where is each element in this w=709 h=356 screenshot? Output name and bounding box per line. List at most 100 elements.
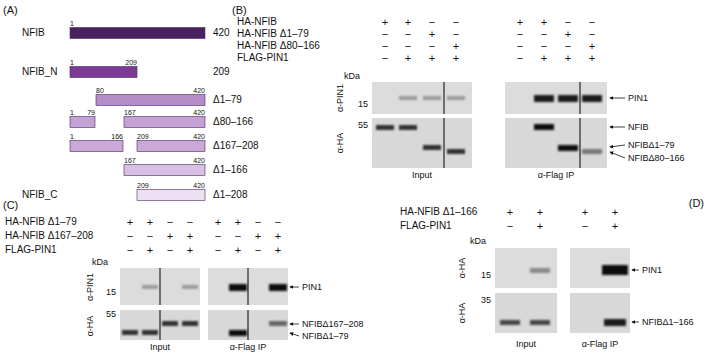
protein-band [122,330,138,335]
band-label: NFIBΔ80–166 [628,154,685,163]
band-arrow [610,152,625,158]
kda-label: kDa [92,258,108,267]
plus-minus-sign: − [589,17,595,28]
antibody-label: α-HA [458,303,467,324]
plus-minus-sign: − [275,217,281,228]
construct-bar [70,28,205,201]
construct-label: Δ1–208 [213,190,248,200]
construct-bar [70,141,123,152]
western-blot [505,118,607,168]
protein-band [142,285,158,289]
residue-number: 1 [70,59,74,66]
plus-minus-sign: + [187,245,193,256]
plus-minus-sign: − [582,221,588,232]
construct-label: Δ1–166 [213,165,248,175]
splice-line [580,118,581,168]
protein-band [162,321,178,326]
antibody-label: α-HA [336,133,345,154]
splice-line [160,268,248,340]
protein-band [122,284,287,336]
band-arrow [610,127,625,128]
protein-band [229,330,247,336]
antibody-label: α-PIN1 [86,273,95,301]
plus-minus-sign: − [255,245,261,256]
transfection-label: FLAG-PIN1 [237,53,289,63]
plus-minus-sign: + [147,217,153,228]
plus-minus-sign: − [565,41,571,52]
splice-line [160,268,161,305]
residue-number: 420 [193,182,205,189]
band-label: NFIB [628,123,649,132]
transfection-label: HA-NFIB Δ1–79 [5,217,77,227]
protein-band [229,284,247,291]
plus-minus-sign: + [187,231,193,242]
residue-number: 166 [111,133,123,140]
protein-band [399,125,417,130]
protein-band [423,96,441,100]
band-arrow [610,98,625,99]
band-arrow [290,324,299,325]
residue-number: 1 [70,20,74,27]
protein-band [534,95,554,102]
protein-band [376,125,394,130]
protein-band [604,319,626,326]
marker-size: 15 [106,288,116,297]
band-arrow [290,287,299,288]
plus-minus-sign: + [565,53,571,64]
splice-line [160,310,161,340]
band-label: PIN1 [628,94,648,103]
plus-minus-sign: + [235,245,241,256]
splice-line [444,82,445,114]
marker-size: 55 [358,121,368,130]
lane-group-label: Input [516,340,536,349]
protein-band [534,124,554,130]
splice-line [248,310,249,340]
protein-band [399,96,417,100]
residue-number: 209 [125,59,137,66]
plus-minus-sign: + [453,53,459,64]
plus-minus-sign: + [235,217,241,228]
splice-line [248,268,249,305]
plus-minus-sign: + [127,217,133,228]
plus-minus-sign: − [541,41,547,52]
residue-number: 1 [70,109,74,116]
plus-minus-sign: + [537,207,543,218]
residue-number: 167 [124,109,136,116]
construct-bar [96,95,205,106]
residue-number: 209 [137,133,149,140]
construct-name: NFIB_N [22,67,58,77]
band-arrow [290,287,299,336]
plus-minus-sign: − [127,245,133,256]
plus-minus-sign: + [541,17,547,28]
protein-band [530,320,550,325]
plus-minus-sign: − [453,17,459,28]
plus-minus-sign: + [255,231,261,242]
protein-band [582,149,602,154]
plus-minus-sign: − [215,231,221,242]
residue-number: 79 [87,109,95,116]
protein-band [376,95,602,154]
plus-minus-sign: + [429,29,435,40]
plus-minus-sign: + [405,17,411,28]
western-blot [495,293,557,333]
lane-group-label: α-Flag IP [582,340,619,349]
plus-minus-sign: − [127,231,133,242]
lane-group-label: α-Flag IP [230,343,267,352]
construct-bar [124,165,205,176]
plus-minus-sign: − [507,221,513,232]
plus-minus-sign: − [167,245,173,256]
protein-band [500,320,520,325]
splice-line [444,118,445,168]
construct-label: 209 [213,67,230,77]
band-label: PIN1 [302,283,322,292]
protein-band [142,330,158,335]
panel-letter: (B) [232,5,247,16]
plus-minus-sign: − [589,29,595,40]
plus-minus-sign: + [167,231,173,242]
plus-minus-sign: + [507,207,513,218]
protein-band [269,321,287,326]
plus-minus-sign: − [382,53,388,64]
protein-band [558,145,578,151]
residue-number: 209 [137,182,149,189]
